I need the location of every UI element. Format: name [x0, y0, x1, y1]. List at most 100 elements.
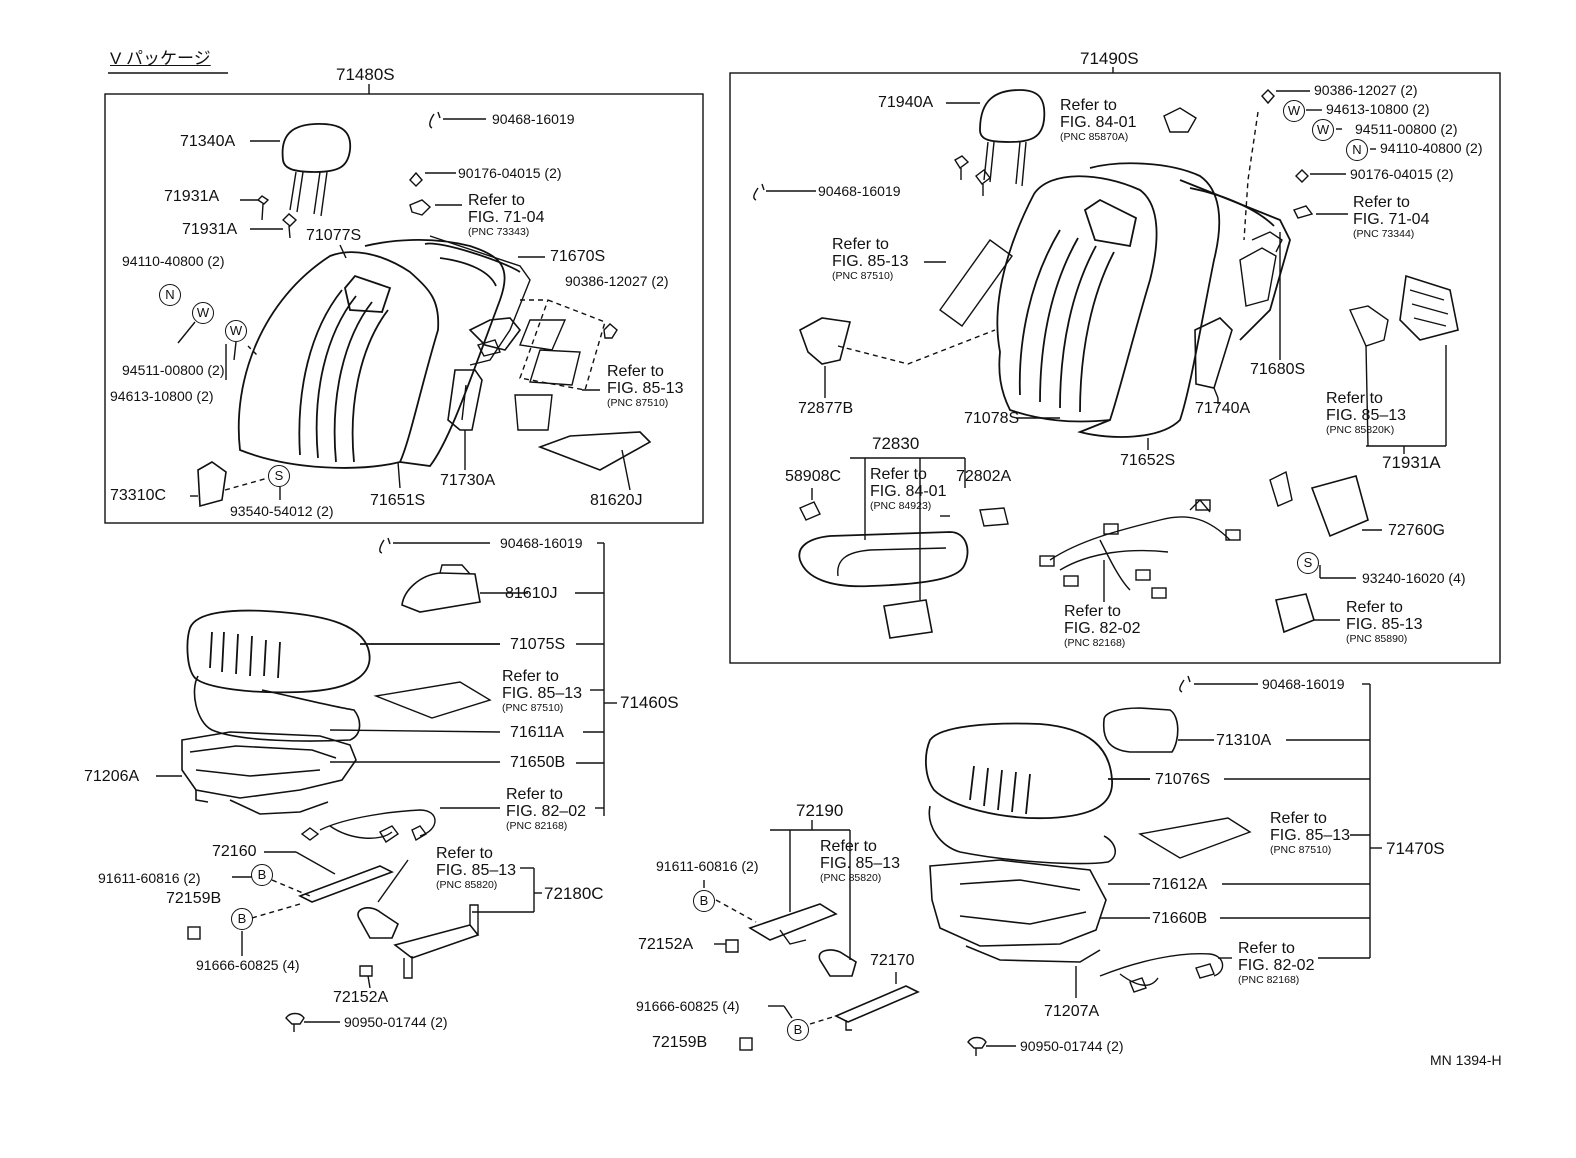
part-71931A-1: 71931A	[164, 188, 220, 205]
group-label-71460S: 71460S	[620, 693, 679, 712]
package-label: V パッケージ	[110, 49, 211, 68]
group-label-72180C: 72180C	[544, 884, 604, 903]
part-93540-54012: 93540-54012 (2)	[230, 503, 334, 519]
part-90468-16019-c: 90468-16019	[818, 183, 901, 199]
screw-s-symbol-b: S	[1297, 552, 1319, 574]
screw-s-symbol-a: S	[268, 465, 290, 487]
part-72760G: 72760G	[1388, 522, 1445, 539]
part-81620J: 81620J	[590, 492, 643, 509]
part-71651S: 71651S	[370, 492, 426, 509]
frame-71206A-shape	[181, 731, 357, 815]
group-label-71470S: 71470S	[1386, 839, 1445, 858]
part-72170: 72170	[870, 952, 915, 969]
bolt-b-symbol-d: B	[787, 1019, 809, 1041]
part-71931A-2: 71931A	[182, 221, 238, 238]
part-72159B-b: 72159B	[652, 1034, 708, 1051]
part-90386-12027-a: 90386-12027 (2)	[565, 273, 669, 289]
part-81610J: 81610J	[505, 585, 558, 602]
cushion-71076S-shape	[925, 722, 1150, 820]
part-94613-10800-a: 94613-10800 (2)	[110, 388, 214, 404]
part-90468-16019-a: 90468-16019	[492, 111, 575, 127]
group-label-72190: 72190	[796, 801, 844, 820]
part-71611A: 71611A	[510, 724, 564, 741]
part-90950-01744-a: 90950-01744 (2)	[344, 1014, 448, 1030]
part-72160: 72160	[212, 843, 257, 860]
part-71612A: 71612A	[1152, 876, 1208, 893]
part-72152A-b: 72152A	[638, 936, 694, 953]
part-58908C: 58908C	[785, 468, 842, 485]
part-71740A: 71740A	[1195, 400, 1251, 417]
part-90176-04015-b: 90176-04015 (2)	[1350, 166, 1454, 182]
part-90468-16019-d: 90468-16019	[1262, 676, 1345, 692]
part-71310A: 71310A	[1216, 732, 1272, 749]
part-94110-40800-b: 94110-40800 (2)	[1380, 140, 1483, 156]
washer-w-symbol-b: W	[225, 320, 247, 342]
diagram-code: MN 1394-H	[1430, 1052, 1502, 1068]
part-71077S: 71077S	[306, 227, 362, 244]
bolt-b-symbol-a: B	[251, 864, 273, 886]
part-71940A: 71940A	[878, 94, 934, 111]
part-91611-60816-a: 91611-60816 (2)	[98, 870, 201, 886]
part-71652S: 71652S	[1120, 452, 1176, 469]
group-label-71490S: 71490S	[1080, 49, 1139, 68]
part-73310C: 73310C	[110, 487, 167, 504]
washer-w-symbol-d: W	[1312, 119, 1334, 141]
part-91611-60816-b: 91611-60816 (2)	[656, 858, 759, 874]
bolt-b-symbol-c: B	[693, 890, 715, 912]
part-71730A: 71730A	[440, 472, 496, 489]
cushion-71075S-shape	[186, 609, 500, 694]
washer-w-symbol-a: W	[192, 302, 214, 324]
part-93240-16020: 93240-16020 (4)	[1362, 570, 1466, 586]
seatback-71078S-shape	[996, 162, 1291, 438]
washer-n-symbol-a: N	[159, 284, 181, 306]
group-label-72830: 72830	[872, 434, 920, 453]
bolt-b-symbol-b: B	[231, 908, 253, 930]
part-90176-04015-a: 90176-04015 (2)	[458, 165, 562, 181]
group-label-71480S: 71480S	[336, 65, 395, 84]
part-72152A-a: 72152A	[333, 989, 389, 1006]
part-90468-16019-b: 90468-16019	[500, 535, 583, 551]
group-label-71931A-right: 71931A	[1382, 453, 1441, 472]
part-72802A: 72802A	[956, 468, 1012, 485]
part-90950-01744-b: 90950-01744 (2)	[1020, 1038, 1124, 1054]
part-71680S: 71680S	[1250, 361, 1306, 378]
part-71670S: 71670S	[550, 248, 606, 265]
group-box-71490S	[729, 72, 1501, 664]
part-71078S: 71078S	[964, 410, 1020, 427]
part-71660B: 71660B	[1152, 910, 1208, 927]
headrest-71340A-shape	[250, 123, 351, 217]
group-box-71480S	[104, 93, 704, 524]
part-94613-10800-b: 94613-10800 (2)	[1326, 101, 1430, 117]
part-91666-60825-a: 91666-60825 (4)	[196, 957, 300, 973]
washer-w-symbol-c: W	[1283, 100, 1305, 122]
part-71206A: 71206A	[84, 768, 140, 785]
part-71340A: 71340A	[180, 133, 236, 150]
frame-71207A-shape	[929, 859, 1107, 963]
part-71650B: 71650B	[510, 754, 566, 771]
part-71207A: 71207A	[1044, 1003, 1100, 1020]
part-94110-40800-a: 94110-40800 (2)	[122, 253, 225, 269]
part-72877B: 72877B	[798, 400, 854, 417]
part-90386-12027-b: 90386-12027 (2)	[1314, 82, 1418, 98]
part-72159B-a: 72159B	[166, 890, 222, 907]
part-91666-60825-b: 91666-60825 (4)	[636, 998, 740, 1014]
washer-n-symbol-b: N	[1346, 139, 1368, 161]
part-94511-00800-b: 94511-00800 (2)	[1355, 121, 1458, 137]
